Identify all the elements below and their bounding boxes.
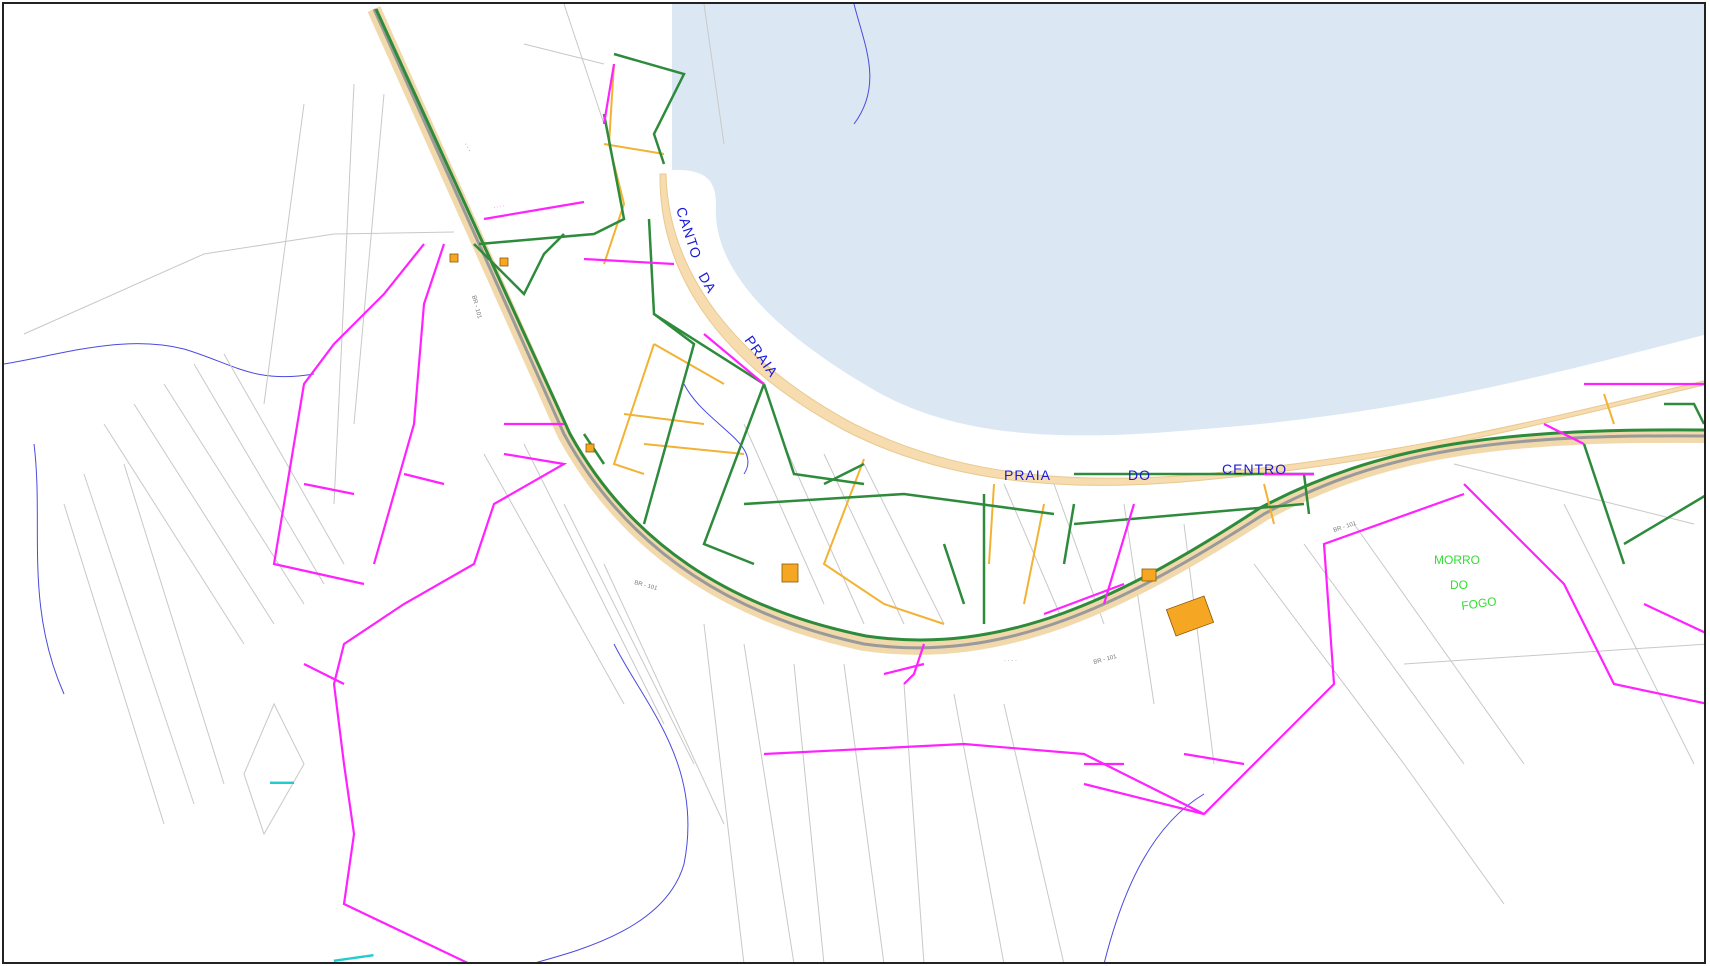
planned-network [603,63,1615,625]
sea-area [672,4,1704,436]
facility-marker [585,443,595,453]
facility-marker [499,257,509,267]
label-do-2: DO [1450,578,1468,592]
highway-main-network [374,8,1704,642]
label-do: DO [1128,467,1151,483]
label-br101-d: BR - 101 [1333,521,1358,534]
main-network [473,52,1704,624]
street-label: · · · · [1004,658,1017,664]
cyan-marker: ▬▬▬▬▬ [333,950,374,964]
street-label-red: · · · [462,142,472,153]
facility-marker [1141,568,1157,582]
facility-marker [781,563,799,583]
facility-marker [449,253,459,263]
label-br101-a: BR - 101 [470,295,482,320]
highway-br101-centerline [372,8,1704,650]
map-canvas[interactable]: · · · · · · · · · · · CANTO DA PRAIA PRA… [4,4,1706,964]
street-label-magenta: · · · · [493,203,505,211]
label-centro: CENTRO [1222,461,1287,477]
street-grid [23,4,1704,962]
facility-marker [1165,595,1215,637]
label-br101-c: BR - 101 [1093,654,1118,666]
label-praia-2: PRAIA [1004,467,1051,483]
street-labels: · · · · · · · · · · · [462,142,1017,664]
secondary-network [272,63,1704,962]
cyan-marker: ▬▬▬ [270,777,294,786]
label-br101-b: BR - 101 [633,580,658,592]
beach-strip [659,173,1704,486]
label-fogo: FOGO [1460,594,1497,613]
facilities-layer [449,253,1215,637]
label-morro: MORRO [1434,553,1480,567]
